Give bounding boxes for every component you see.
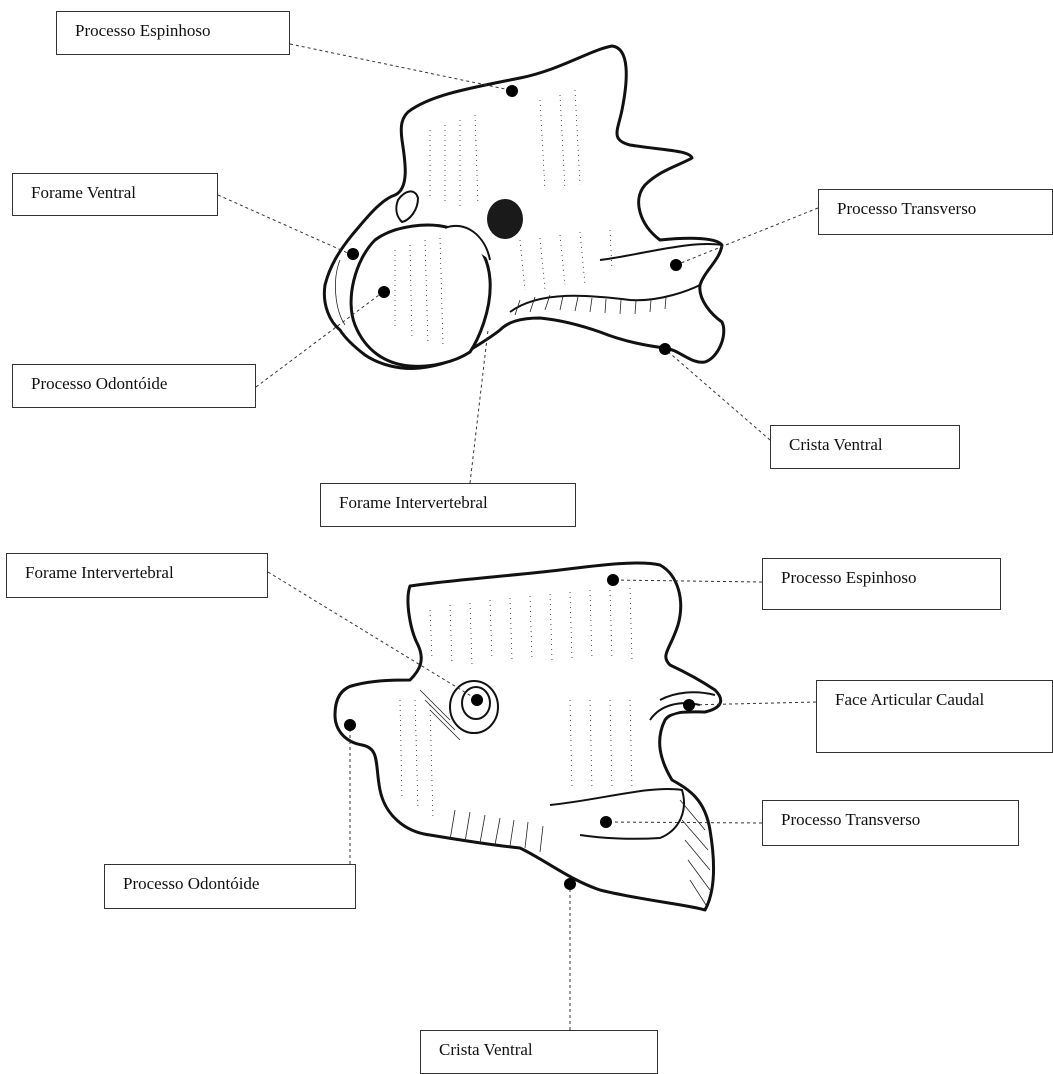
marker-top-forame-ventral: [347, 248, 359, 260]
label-bottom-processo-espinhoso: Processo Espinhoso: [762, 558, 1001, 610]
label-top-forame-ventral: Forame Ventral: [12, 173, 218, 216]
label-top-processo-odontoide: Processo Odontóide: [12, 364, 256, 408]
leader-lines: [217, 43, 819, 1030]
label-bottom-processo-transverso: Processo Transverso: [762, 800, 1019, 846]
marker-bottom-face-articular-caudal: [683, 699, 695, 711]
top-vertebra-illustration: [322, 44, 726, 370]
label-top-processo-espinhoso: Processo Espinhoso: [56, 11, 290, 55]
marker-top-crista-ventral: [659, 343, 671, 355]
label-bottom-crista-ventral: Crista Ventral: [420, 1030, 658, 1074]
marker-bottom-processo-odontoide: [344, 719, 356, 731]
bottom-vertebra-illustration: [333, 561, 723, 912]
marker-top-processo-transverso: [670, 259, 682, 271]
marker-top-processo-odontoide: [378, 286, 390, 298]
label-bottom-processo-odontoide: Processo Odontóide: [104, 864, 356, 909]
label-top-crista-ventral: Crista Ventral: [770, 425, 960, 469]
marker-bottom-processo-transverso: [600, 816, 612, 828]
marker-top-processo-espinhoso: [506, 85, 518, 97]
label-bottom-forame-intervertebral: Forame Intervertebral: [6, 553, 268, 598]
label-bottom-face-articular-caudal: Face Articular Caudal: [816, 680, 1053, 753]
marker-bottom-forame-intervertebral: [471, 694, 483, 706]
label-top-forame-intervertebral: Forame Intervertebral: [320, 483, 576, 527]
marker-bottom-processo-espinhoso: [607, 574, 619, 586]
marker-bottom-crista-ventral: [564, 878, 576, 890]
label-top-processo-transverso: Processo Transverso: [818, 189, 1053, 235]
markers: [344, 85, 695, 890]
